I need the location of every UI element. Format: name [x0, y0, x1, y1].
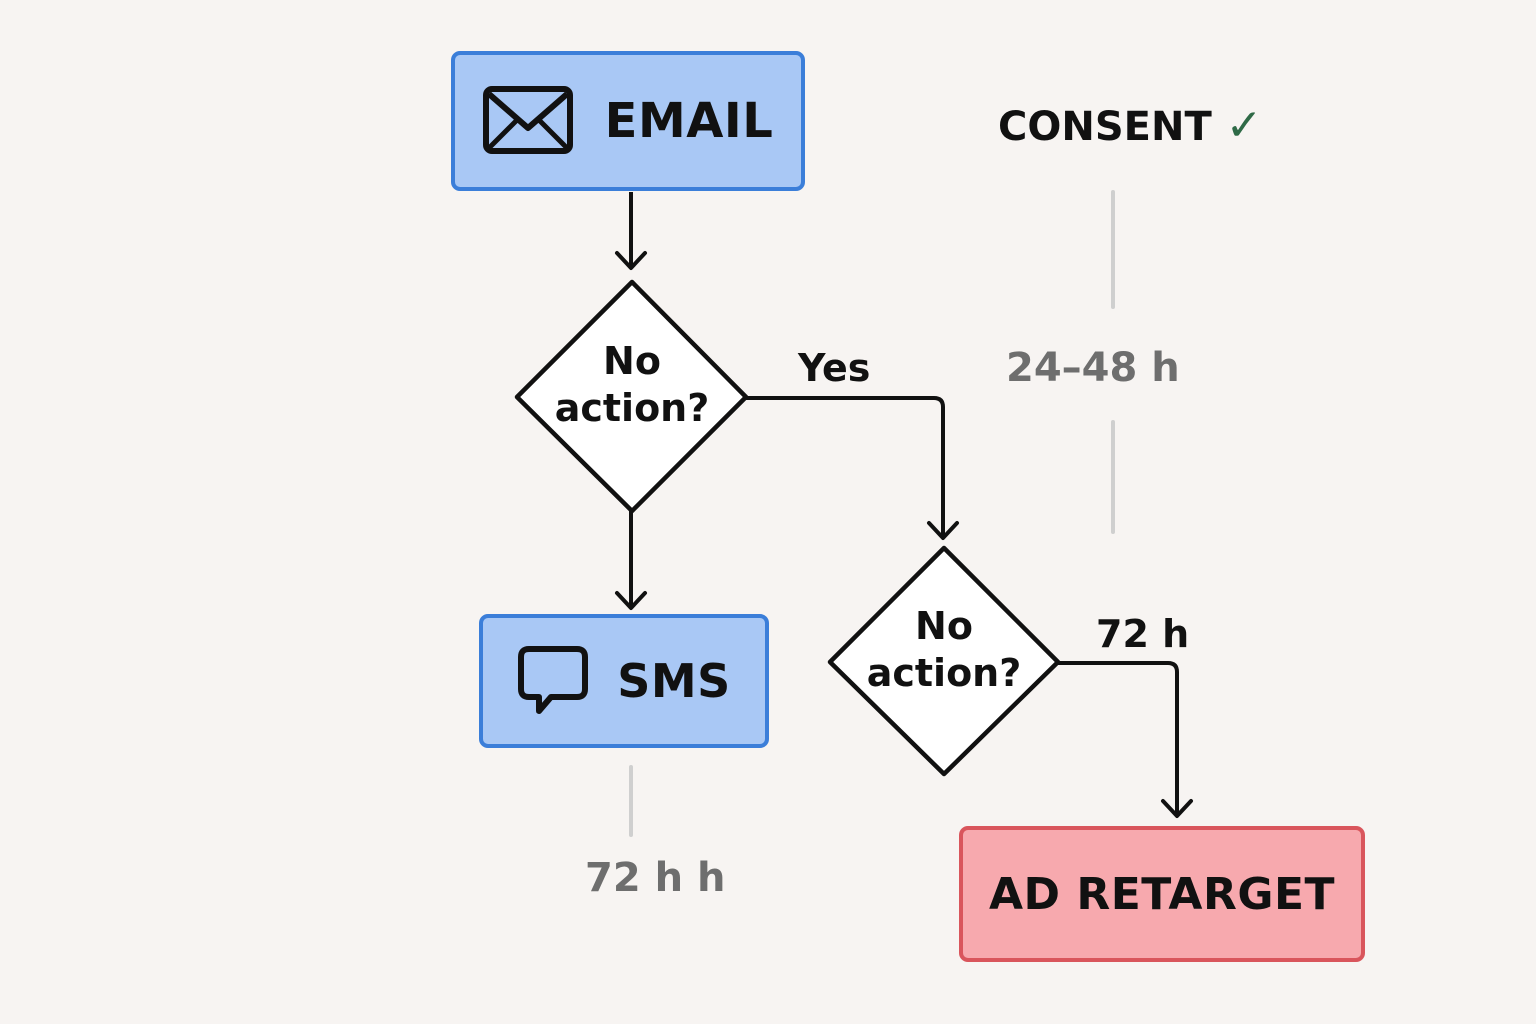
email-node[interactable]: EMAIL	[451, 51, 805, 191]
sms-label: SMS	[617, 654, 731, 708]
consent-label: CONSENT	[998, 104, 1212, 150]
edge-label-yes: Yes	[798, 346, 871, 390]
ad-retarget-label: AD RETARGET	[988, 868, 1336, 920]
sms-delay-label: 72 h h	[585, 855, 726, 901]
decision-second-line1: No	[915, 604, 973, 648]
arrowhead-yes-branch	[927, 521, 959, 540]
decision-diamond-second	[827, 545, 1061, 777]
sms-node[interactable]: SMS	[479, 614, 769, 748]
arrowhead-email-to-decision	[615, 251, 647, 270]
checkmark-icon: ✓	[1225, 100, 1263, 151]
email-label: EMAIL	[604, 93, 774, 149]
speech-bubble-icon	[518, 646, 589, 714]
decision-first-text: No action?	[532, 338, 732, 432]
ad-retarget-node[interactable]: AD RETARGET	[959, 826, 1365, 962]
consent-annotation: CONSENT ✓	[998, 100, 1263, 151]
connector-to-ad-retarget	[1058, 661, 1179, 816]
decision-second-line2: action?	[866, 651, 1022, 695]
decision-second-text: No action?	[844, 603, 1044, 697]
decision-first-line2: action?	[554, 386, 710, 430]
arrowhead-to-ad-retarget	[1161, 799, 1193, 818]
connector-yes-branch	[746, 396, 945, 538]
edge-label-72h: 72 h	[1096, 612, 1190, 656]
window-label: 24–48 h	[1006, 345, 1180, 391]
envelope-icon	[482, 86, 573, 154]
decision-first-line1: No	[603, 339, 661, 383]
arrowhead-decision-to-sms	[615, 591, 647, 610]
